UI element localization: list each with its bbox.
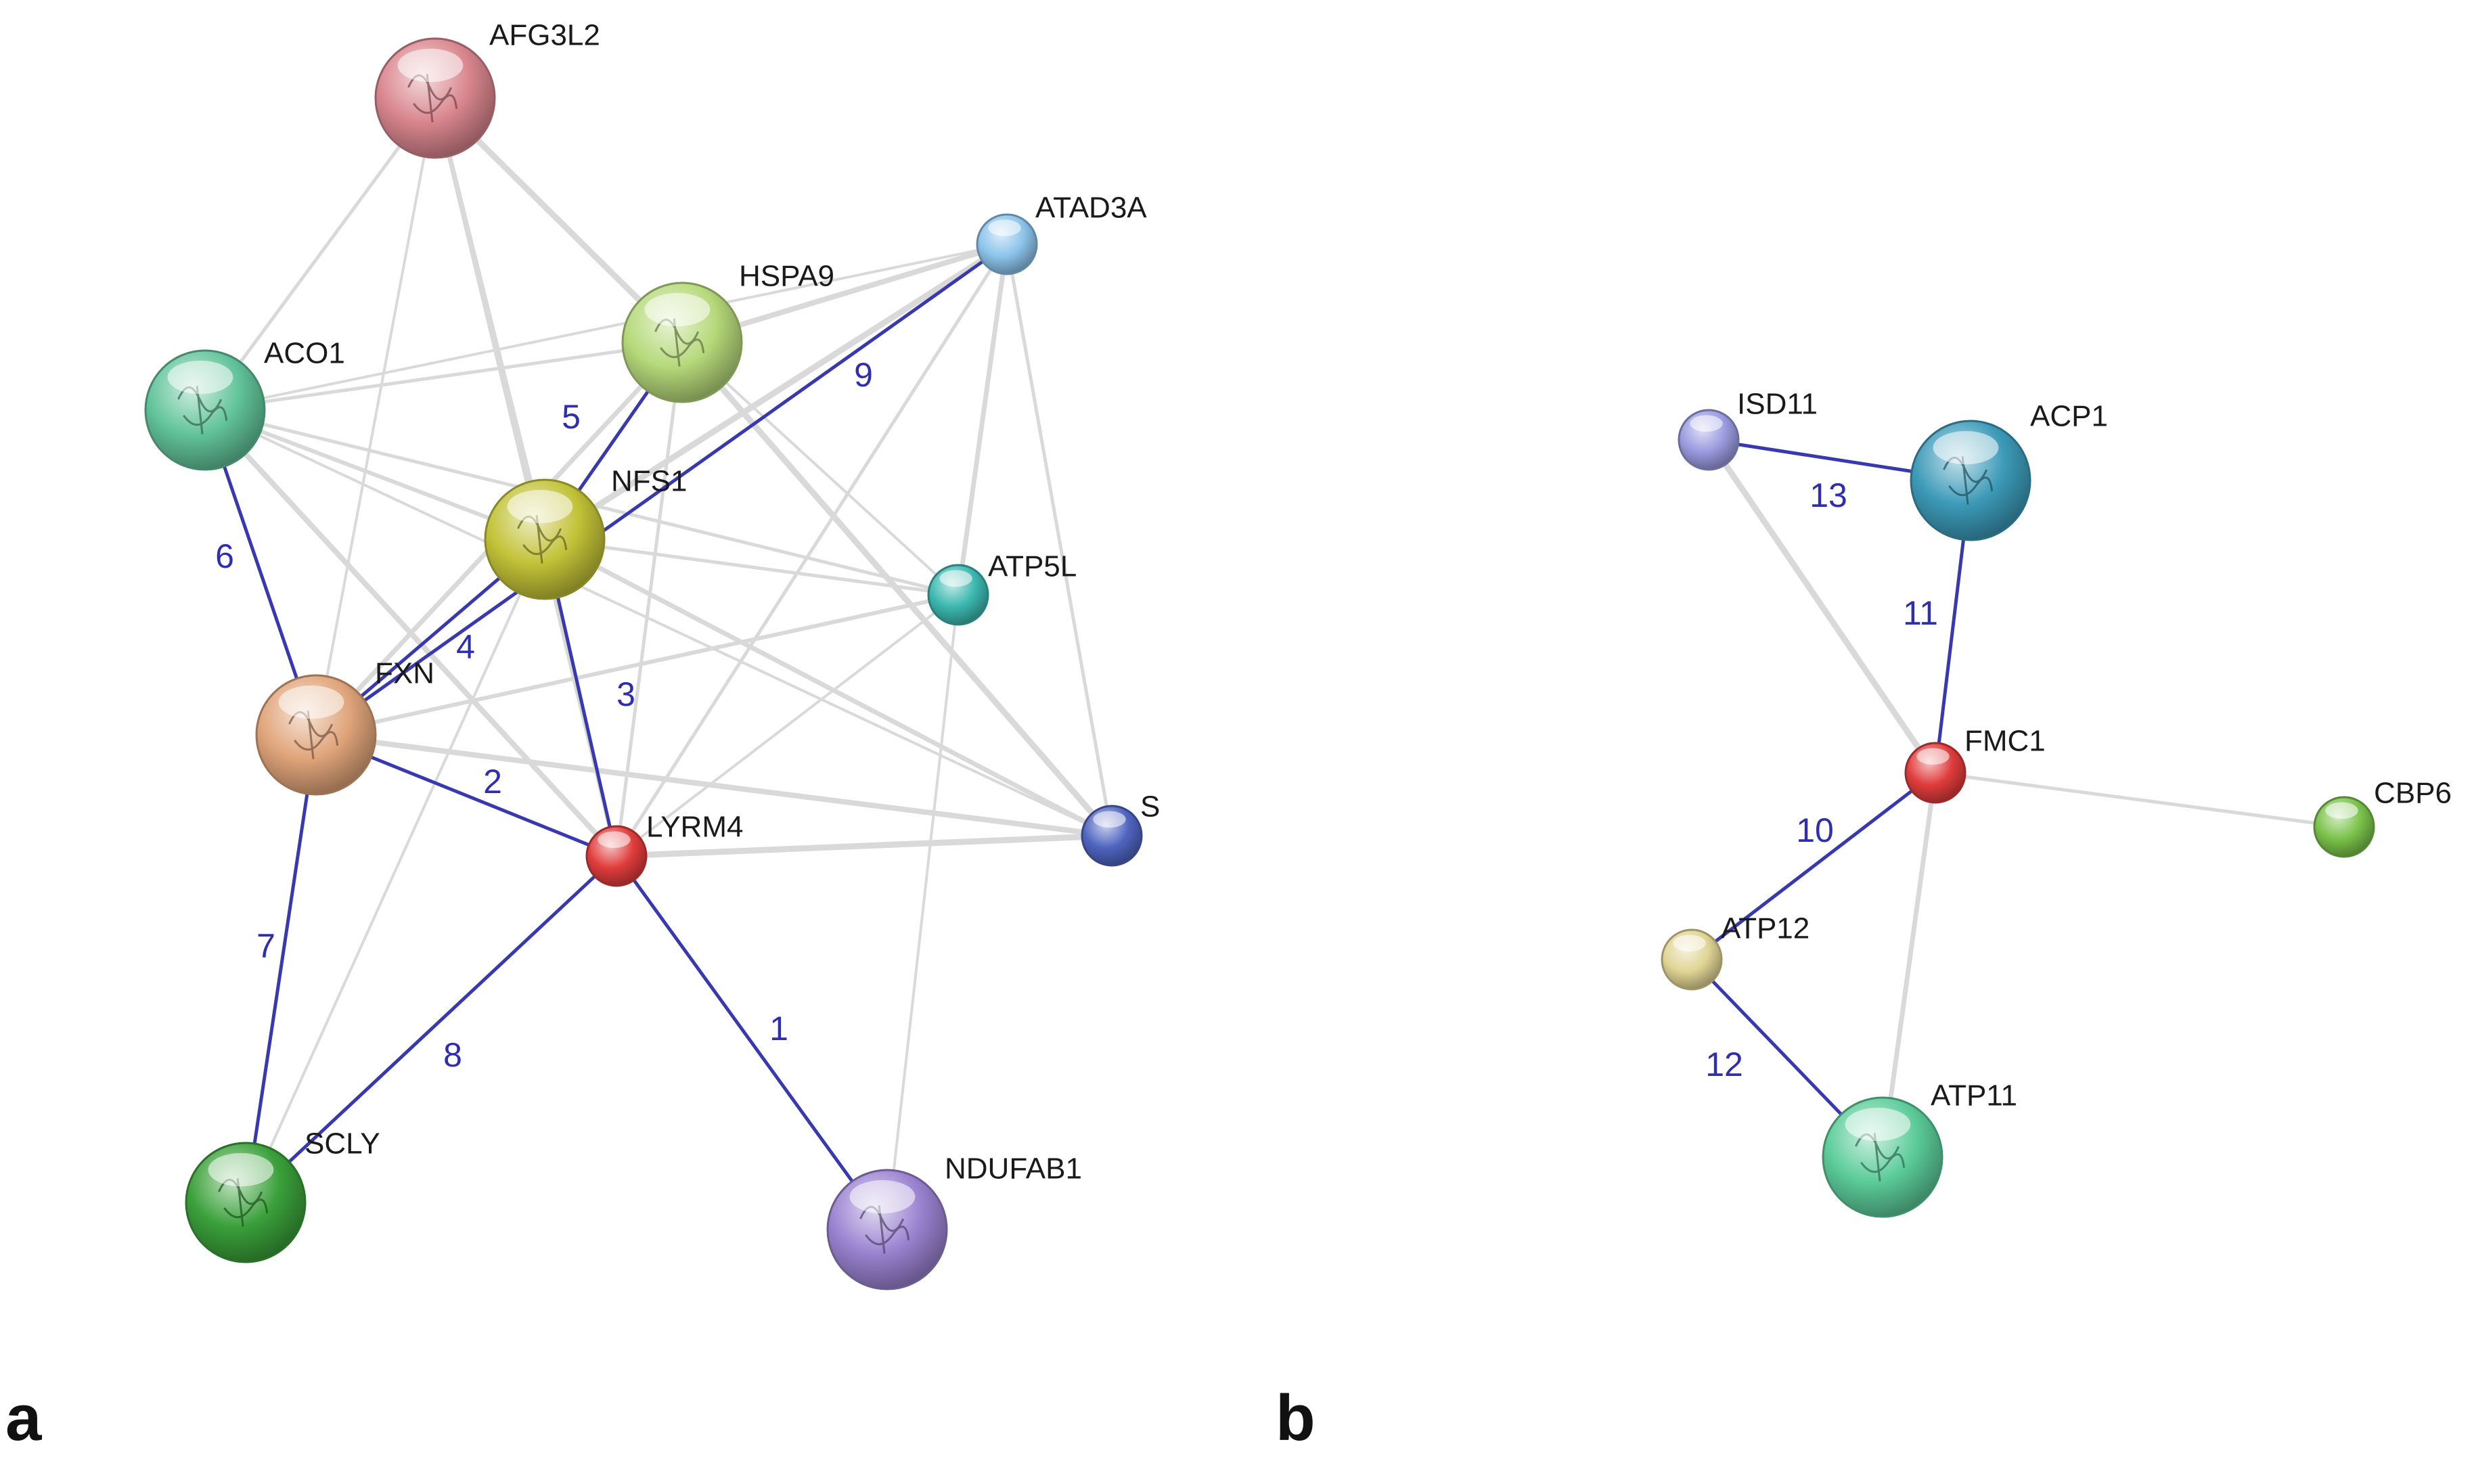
background-edge-afg3l2-aco1 — [203, 96, 437, 412]
edge-label-6: 6 — [215, 537, 234, 575]
sphere-highlight — [849, 1179, 916, 1214]
node-aco1[interactable] — [144, 349, 266, 471]
background-edge-atad3a-s — [1005, 242, 1114, 838]
node-label-scly: SCLY — [305, 1127, 380, 1161]
node-fmc1[interactable] — [1904, 742, 1967, 804]
background-edge-lyrm4-atp5l — [615, 593, 960, 857]
highlighted-edge-1 — [614, 854, 889, 1232]
node-s[interactable] — [1081, 805, 1143, 867]
node-label-atp12: ATP12 — [1721, 912, 1810, 945]
node-label-isd11: ISD11 — [1737, 388, 1818, 421]
node-hspa9[interactable] — [621, 282, 743, 403]
node-scly[interactable] — [185, 1142, 307, 1263]
sphere-highlight — [598, 831, 631, 849]
node-label-ndufab1: NDUFAB1 — [945, 1152, 1082, 1186]
node-label-nfs1: NFS1 — [611, 465, 687, 498]
node-label-afg3l2: AFG3L2 — [489, 19, 600, 52]
node-label-cbp6: CBP6 — [2374, 777, 2452, 810]
node-nfs1[interactable] — [484, 478, 606, 600]
edge-label-13: 13 — [1810, 476, 1847, 514]
node-acp1[interactable] — [1910, 420, 2031, 541]
sphere-highlight — [644, 292, 711, 327]
edge-label-12: 12 — [1705, 1045, 1743, 1083]
sphere-highlight — [1845, 1107, 1911, 1142]
sphere-highlight — [988, 219, 1021, 237]
sphere-highlight — [1673, 935, 1706, 952]
background-edge-fmc1-atp11 — [1880, 770, 1938, 1160]
background-edge-atp5l-ndufab1 — [886, 593, 960, 1231]
background-edge-atad3a-atp5l — [956, 242, 1010, 598]
node-cbp6[interactable] — [2313, 796, 2375, 858]
edge-label-9: 9 — [854, 356, 873, 394]
background-edge-nfs1-atp5l — [543, 537, 960, 597]
node-atp5l[interactable] — [927, 564, 989, 626]
sphere-highlight — [278, 685, 344, 719]
node-label-s: S — [1140, 790, 1160, 824]
background-edge-lyrm4-s — [613, 832, 1115, 859]
node-isd11[interactable] — [1678, 409, 1740, 471]
edge-label-8: 8 — [443, 1036, 462, 1074]
background-edge-layer — [202, 95, 2346, 1231]
node-label-hspa9: HSPA9 — [739, 260, 834, 293]
edge-label-1: 1 — [769, 1010, 788, 1048]
node-lyrm4[interactable] — [585, 825, 648, 887]
background-edge-afg3l2-fxn — [315, 97, 436, 736]
node-ndufab1[interactable] — [826, 1169, 948, 1290]
background-edge-lyrm4-atad3a — [614, 242, 1009, 858]
sphere-highlight — [1933, 430, 1999, 465]
sphere-highlight — [1093, 811, 1126, 828]
highlighted-edge-10 — [1690, 771, 1937, 962]
edge-label-11: 11 — [1903, 594, 1938, 632]
node-afg3l2[interactable] — [374, 37, 496, 159]
sphere-highlight — [1690, 415, 1723, 432]
node-label-aco1: ACO1 — [264, 337, 345, 370]
sphere-highlight — [1916, 748, 1950, 765]
edge-label-10: 10 — [1796, 811, 1834, 849]
node-label-atp11: ATP11 — [1931, 1079, 2017, 1112]
node-label-atp5l: ATP5L — [988, 550, 1077, 583]
node-label-fmc1: FMC1 — [1964, 725, 2046, 758]
background-edge-fxn-s — [313, 732, 1115, 838]
sphere-highlight — [208, 1152, 274, 1187]
edge-label-2: 2 — [483, 763, 502, 801]
background-edge-isd11-fmc1 — [1705, 436, 1939, 776]
node-label-acp1: ACP1 — [2030, 400, 2108, 433]
highlighted-edge-9 — [314, 242, 1009, 737]
background-edge-aco1-atad3a — [204, 243, 1008, 411]
sphere-highlight — [397, 48, 464, 83]
background-edge-nfs1-s — [542, 537, 1115, 838]
edge-label-5: 5 — [562, 398, 581, 436]
highlighted-edge-8 — [244, 854, 619, 1205]
background-edge-aco1-s — [204, 409, 1113, 837]
background-edge-aco1-lyrm4 — [202, 407, 619, 859]
node-atad3a[interactable] — [976, 213, 1038, 275]
label-layer: 123456789AFG3L2ATAD3AHSPA9ACO1NFS1ATP5LF… — [215, 19, 2452, 1186]
highlighted-edge-7 — [244, 733, 318, 1205]
background-edge-hspa9-lyrm4 — [614, 340, 684, 858]
sphere-highlight — [2325, 802, 2358, 819]
background-edge-fmc1-cbp6 — [1933, 771, 2346, 829]
edge-label-7: 7 — [256, 927, 275, 965]
background-edge-aco1-nfs1 — [203, 408, 547, 541]
node-atp12[interactable] — [1661, 928, 1723, 991]
node-label-fxn: FXN — [375, 657, 434, 690]
sphere-highlight — [167, 360, 233, 395]
edge-label-4: 4 — [456, 628, 475, 666]
edge-label-3: 3 — [616, 675, 635, 713]
background-edge-nfs1-scly — [244, 538, 546, 1204]
node-fxn[interactable] — [255, 674, 377, 796]
sphere-highlight — [939, 570, 972, 587]
panel-b-letter: b — [1276, 1382, 1316, 1454]
background-edge-fxn-atp5l — [314, 593, 960, 737]
node-atp11[interactable] — [1822, 1096, 1943, 1218]
node-layer — [144, 37, 2375, 1290]
node-label-lyrm4: LYRM4 — [646, 811, 743, 844]
node-label-atad3a: ATAD3A — [1035, 192, 1147, 225]
background-edge-hspa9-atp5l — [681, 341, 960, 596]
panel-a-letter: a — [5, 1382, 42, 1454]
sphere-highlight — [507, 489, 573, 524]
background-edge-nfs1-atad3a — [541, 241, 1010, 543]
background-edge-hspa9-aco1 — [203, 340, 684, 412]
